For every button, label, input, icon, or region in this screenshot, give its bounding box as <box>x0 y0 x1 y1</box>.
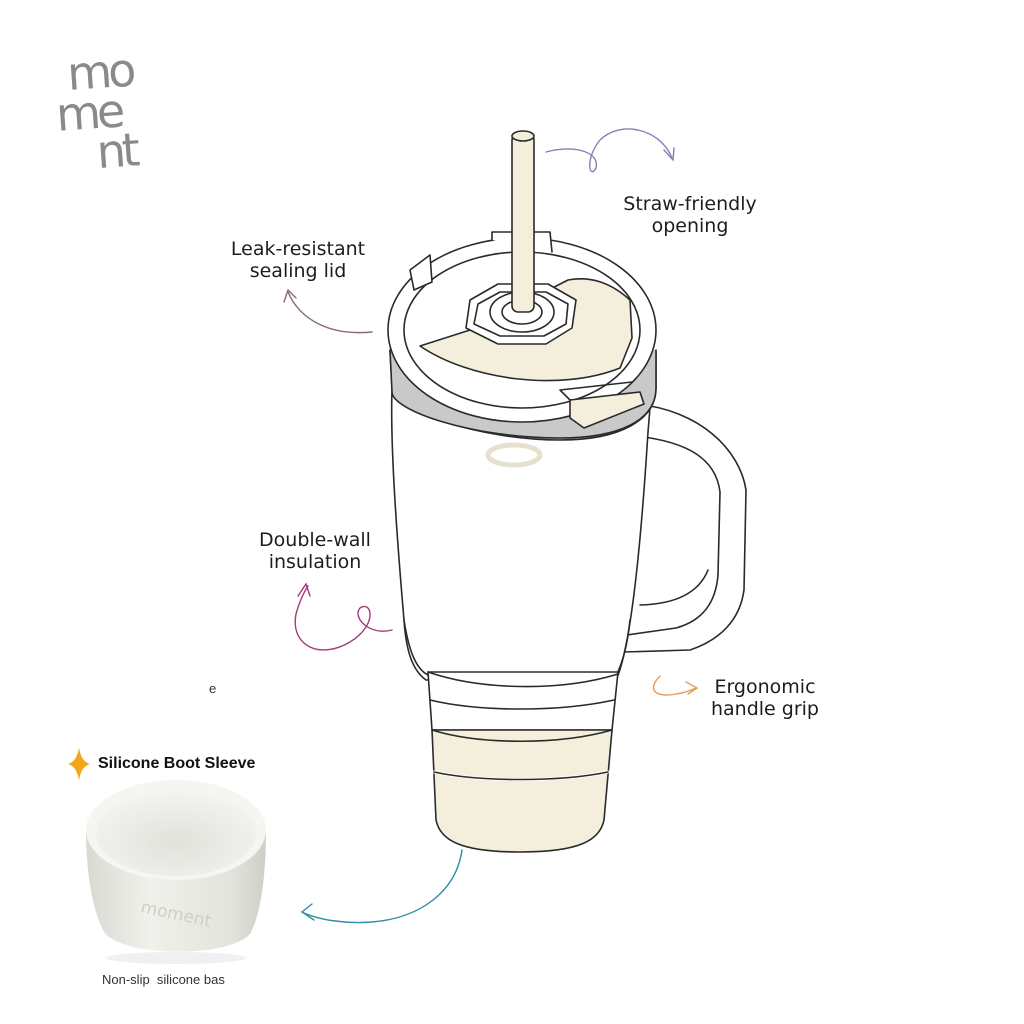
arrow-lid <box>287 291 373 334</box>
tumbler-base <box>427 671 619 853</box>
arrow-insulation <box>294 585 393 651</box>
straw <box>511 130 535 313</box>
arrow-handle <box>652 675 697 696</box>
callout-straw-line1: Straw-friendly <box>623 193 757 215</box>
callout-insulation: Double-wall insulation <box>240 529 390 573</box>
sleeve-photo: moment <box>86 780 266 964</box>
callout-lid-line1: Leak-resistant <box>230 238 366 260</box>
callout-lid-line2: sealing lid <box>249 260 347 282</box>
arrow-sleeve <box>301 849 463 924</box>
callout-handle: Ergonomic handle grip <box>700 676 830 720</box>
sleeve-caption: Non-slip silicone bas <box>102 972 225 987</box>
stray-text: e <box>209 681 217 696</box>
callout-handle-line2: handle grip <box>710 698 819 720</box>
callout-lid: Leak-resistant sealing lid <box>218 238 378 282</box>
callout-insulation-line2: insulation <box>268 551 362 573</box>
sleeve-title: Silicone Boot Sleeve <box>98 755 256 772</box>
body-emblem <box>485 442 543 468</box>
sparkle-icon <box>68 748 90 780</box>
arrow-straw <box>545 128 673 173</box>
callout-straw: Straw-friendly opening <box>610 193 770 237</box>
callout-insulation-line1: Double-wall <box>259 529 371 551</box>
callout-straw-line2: opening <box>651 215 729 237</box>
callout-handle-line1: Ergonomic <box>714 676 816 698</box>
handle <box>619 403 747 653</box>
